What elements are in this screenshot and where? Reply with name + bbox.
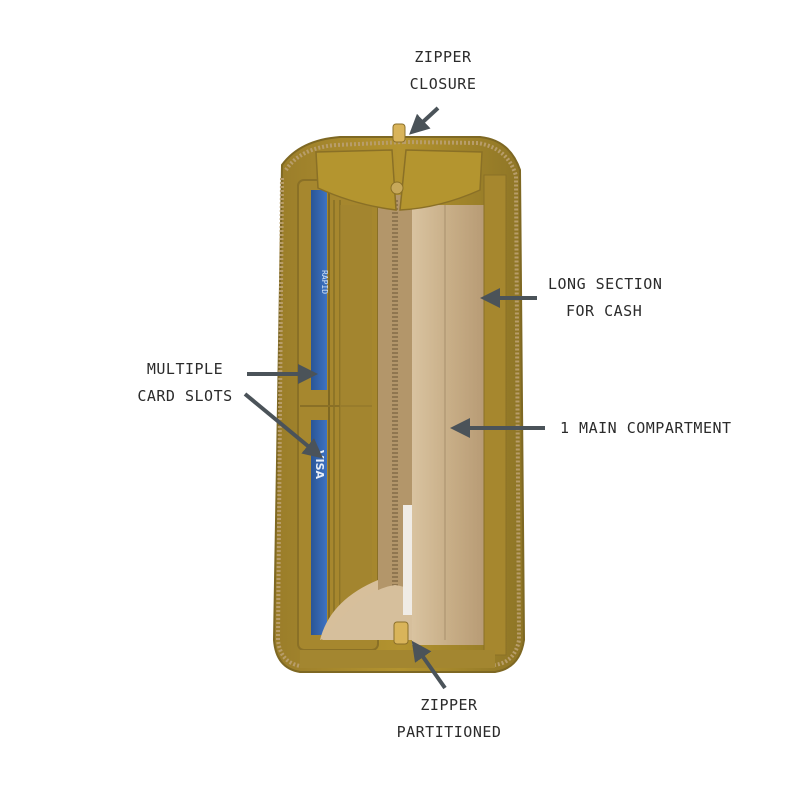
callout-long-section: LONG SECTION FOR CASH [548, 271, 688, 325]
partition-zipper-pull-top [390, 181, 404, 195]
top-gusset-right [399, 149, 483, 211]
card-top [311, 190, 327, 390]
callout-main-compartment: 1 MAIN COMPARTMENT [560, 415, 760, 442]
callout-zipper-closure-line1: ZIPPER [414, 48, 472, 66]
callout-long-section-line2: FOR CASH [566, 302, 643, 320]
callout-zipper-closure-line2: CLOSURE [409, 75, 477, 93]
bottom-edge [300, 650, 495, 668]
zipper-partition [320, 195, 478, 640]
zipper-pull-closure [392, 123, 406, 143]
card-section: RAPID VISA [297, 179, 379, 651]
card-top-text: RAPID [320, 270, 329, 294]
arrow-card-slots-2 [243, 392, 324, 459]
callout-card-slots-line1: MULTIPLE [146, 360, 224, 378]
callout-card-slots: MULTIPLE CARD SLOTS [122, 356, 248, 410]
callout-arrows [243, 106, 545, 690]
card-slot-pocket [340, 205, 372, 640]
arrow-zipper-partitioned [411, 640, 447, 690]
callout-zipper-partitioned-line1: ZIPPER [420, 696, 478, 714]
zipper-pull-partition [393, 621, 409, 645]
callout-main-compartment-line1: 1 MAIN COMPARTMENT [560, 419, 732, 437]
cash-section [412, 174, 507, 656]
callout-zipper-partitioned: ZIPPER PARTITIONED [384, 692, 514, 746]
receipt-paper [403, 505, 412, 615]
top-gusset-left [315, 149, 397, 211]
cash-section-wall [483, 174, 507, 656]
bottom-gusset [300, 621, 495, 668]
zipper-track-left [284, 140, 405, 172]
zipper-track-right [403, 140, 522, 667]
callout-card-slots-line2: CARD SLOTS [137, 387, 233, 405]
card-bottom [311, 420, 327, 635]
callout-zipper-closure: ZIPPER CLOSURE [395, 44, 491, 98]
cash-section-lining [412, 205, 490, 645]
callout-long-section-line1: LONG SECTION [548, 275, 663, 293]
arrow-zipper-closure [409, 106, 440, 135]
top-gusset [315, 123, 483, 211]
callout-zipper-partitioned-line2: PARTITIONED [396, 723, 502, 741]
